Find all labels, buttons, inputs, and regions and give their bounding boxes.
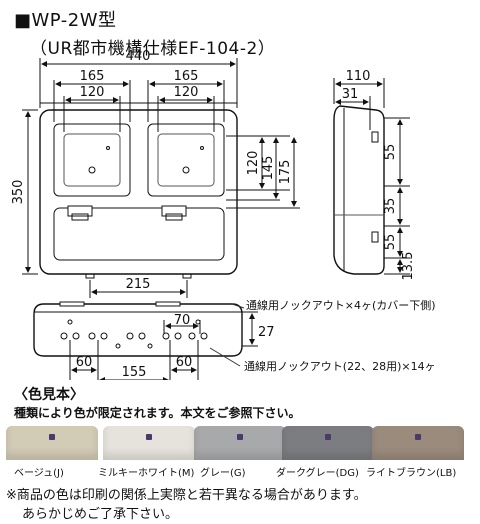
swatch-screw-icon <box>415 434 421 440</box>
left-screw <box>88 166 96 174</box>
right-screw <box>182 166 190 174</box>
dim-bottom-span: 215 <box>126 277 151 292</box>
lower-panel <box>53 207 225 261</box>
color-swatch <box>282 426 374 460</box>
color-swatch <box>6 426 98 460</box>
swatch-screw-icon <box>146 434 152 440</box>
dim-right-inner: 120 <box>174 85 199 100</box>
color-swatch-label: ライトブラウン(LB) <box>366 468 457 479</box>
front-enclosure <box>39 109 238 275</box>
color-swatch <box>103 426 195 460</box>
swatch-screw-icon <box>237 434 243 440</box>
dim-side-13-5: 13.5 <box>401 252 416 281</box>
right-meter-window <box>147 123 225 197</box>
dim-inner-h2: 145 <box>261 156 276 181</box>
dim-width-total: 440 <box>126 49 151 64</box>
color-swatch-label: ミルキーホワイト(M) <box>98 468 195 479</box>
dim-bottom-70: 70 <box>174 313 191 328</box>
swatch-screw-icon <box>49 434 55 440</box>
dim-bottom-155: 155 <box>122 365 147 380</box>
dim-bottom-27: 27 <box>258 325 275 340</box>
side-enclosure <box>333 105 385 275</box>
dim-side-55-top: 55 <box>383 144 398 161</box>
footnote-line2: あらかじめご了承下さい。 <box>22 507 179 522</box>
dim-bottom-60-left: 60 <box>76 355 93 370</box>
dim-right-outer: 165 <box>174 69 199 84</box>
dim-inner-h1: 120 <box>246 151 261 176</box>
product-subtitle: （UR都市機構仕様EF-104-2） <box>30 39 276 59</box>
technical-drawing: 440 165 120 165 120 350 120 145 175 215 … <box>11 49 436 380</box>
knockout-bottom-note: 通線用ノックアウト(22、28用)×14ヶ <box>244 359 436 373</box>
dim-inner-h3: 175 <box>278 160 293 185</box>
swatch-note: 種類により色が限定されます。本文をご参照下さい。 <box>14 406 301 420</box>
color-swatch-row: ベージュ(J) ミルキーホワイト(M) グレー(G) ダークグレー(DG) ライトブラウ… <box>0 422 480 482</box>
product-title: ■WP-2W型 <box>14 10 117 31</box>
dim-side-offset: 31 <box>342 87 359 102</box>
dim-height-total: 350 <box>11 180 26 205</box>
color-swatch-label: グレー(G) <box>200 468 246 479</box>
bottom-enclosure <box>33 303 243 357</box>
color-swatch-label: ダークグレー(DG) <box>276 468 359 479</box>
left-meter-window <box>53 123 131 197</box>
color-swatch <box>194 426 286 460</box>
swatch-screw-icon <box>325 434 331 440</box>
footnote-line1: ※商品の色は印刷の関係上実際と若干異なる場合があります。 <box>6 488 367 503</box>
color-swatch-label: ベージュ(J) <box>14 468 64 479</box>
dim-left-outer: 165 <box>80 69 105 84</box>
dim-side-35: 35 <box>383 198 398 215</box>
dim-side-55-bottom: 55 <box>383 234 398 251</box>
knockout-cover-note: 通線用ノックアウト×4ヶ(カバー下側) <box>246 298 436 312</box>
dim-left-inner: 120 <box>80 85 105 100</box>
swatch-heading: 〈色見本〉 <box>14 387 84 403</box>
dim-side-depth: 110 <box>346 69 371 84</box>
color-swatch <box>372 426 464 460</box>
dim-bottom-60-right: 60 <box>176 355 193 370</box>
